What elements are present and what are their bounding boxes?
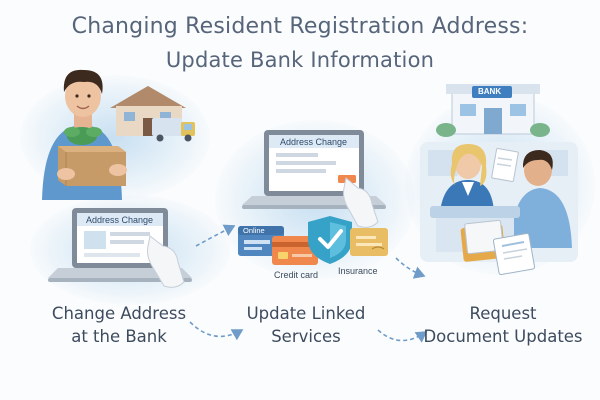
insurance-card-icon	[350, 228, 388, 256]
insurance-label: Insurance	[338, 266, 378, 276]
credit-card-label: Credit card	[274, 270, 319, 280]
pointing-hand-icon	[343, 177, 379, 228]
flow-arrow	[189, 321, 244, 341]
person-with-plant-box-icon	[42, 69, 127, 200]
laptop-screen-label: Address Change	[280, 137, 348, 147]
flow-arrow	[395, 257, 426, 279]
shield-check-icon	[308, 216, 352, 264]
step-2-caption: Update Linked Services	[246, 304, 366, 346]
laptop-icon	[48, 208, 192, 282]
documents-icon	[491, 147, 519, 183]
bank-counter	[430, 206, 520, 218]
flow-arrow	[195, 224, 236, 247]
online-label: Online	[243, 226, 265, 235]
bank-building-icon	[436, 84, 550, 137]
customer-icon	[510, 150, 572, 248]
moving-truck-icon	[152, 118, 195, 142]
page-title: Changing Resident Registration Address:	[71, 14, 529, 39]
laptop-screen-label: Address Change	[86, 215, 154, 225]
step-3-caption: Request Document Updates	[423, 304, 583, 346]
page-subtitle: Update Bank Information	[165, 48, 435, 72]
credit-card-icon	[272, 236, 318, 265]
step-1-caption: Change Address at the Bank	[51, 304, 187, 346]
documents-icon	[460, 219, 536, 276]
bank-sign: BANK	[478, 87, 502, 96]
pointing-hand-icon	[147, 235, 185, 288]
bank-teller-icon	[440, 144, 494, 212]
